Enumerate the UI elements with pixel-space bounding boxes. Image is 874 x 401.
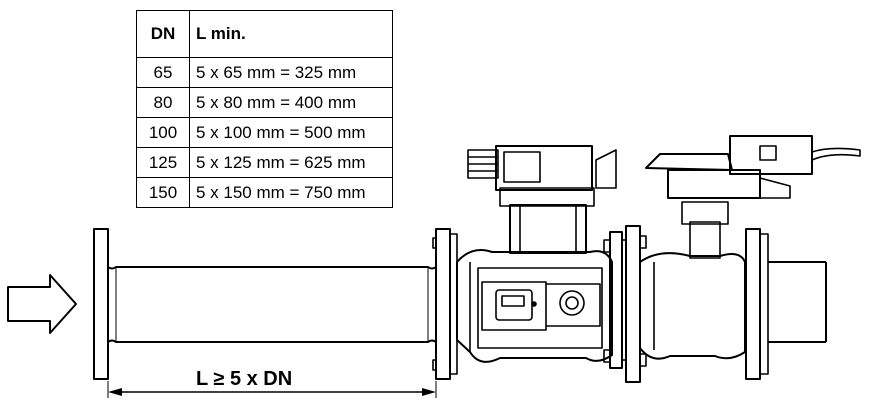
cell-l-min: 5 x 100 mm = 500 mm	[189, 117, 393, 148]
flange-bolts	[432, 235, 647, 371]
cell-dn: 80	[136, 87, 190, 118]
cell-dn: 125	[136, 147, 190, 178]
cell-l-min: 5 x 65 mm = 325 mm	[189, 57, 393, 88]
pipe-outlet-flange	[435, 228, 451, 380]
pressure-sensor-head	[467, 145, 617, 254]
inlet-flange	[93, 228, 109, 380]
middle-flange-left	[609, 231, 623, 369]
cell-l-min: 5 x 80 mm = 400 mm	[189, 87, 393, 118]
middle-flange-right	[625, 225, 641, 383]
valve-actuator	[645, 135, 861, 199]
cell-l-min: 5 x 125 mm = 625 mm	[189, 147, 393, 178]
table-header-row: DN L min.	[136, 10, 393, 58]
measuring-valve-body	[456, 249, 613, 363]
cell-l-min: 5 x 150 mm = 750 mm	[189, 177, 393, 208]
control-valve-body	[639, 201, 746, 360]
outlet-pipe	[768, 261, 827, 343]
outlet-flange	[745, 228, 761, 380]
length-dimension-label: L ≥ 5 x DN	[196, 368, 293, 390]
table-row: 150 5 x 150 mm = 750 mm	[136, 177, 393, 208]
cell-dn: 100	[136, 117, 190, 148]
flow-arrow-icon	[7, 274, 77, 334]
cell-dn: 65	[136, 57, 190, 88]
header-l-min: L min.	[189, 10, 393, 58]
minimum-length-table: DN L min. 65 5 x 65 mm = 325 mm 80 5 x 8…	[136, 10, 393, 208]
table-row: 125 5 x 125 mm = 625 mm	[136, 147, 393, 178]
straight-pipe	[107, 266, 437, 343]
length-dimension-line	[107, 381, 437, 398]
table-row: 100 5 x 100 mm = 500 mm	[136, 117, 393, 148]
table-row: 80 5 x 80 mm = 400 mm	[136, 87, 393, 118]
cell-dn: 150	[136, 177, 190, 208]
header-dn: DN	[136, 10, 190, 58]
table-row: 65 5 x 65 mm = 325 mm	[136, 57, 393, 88]
